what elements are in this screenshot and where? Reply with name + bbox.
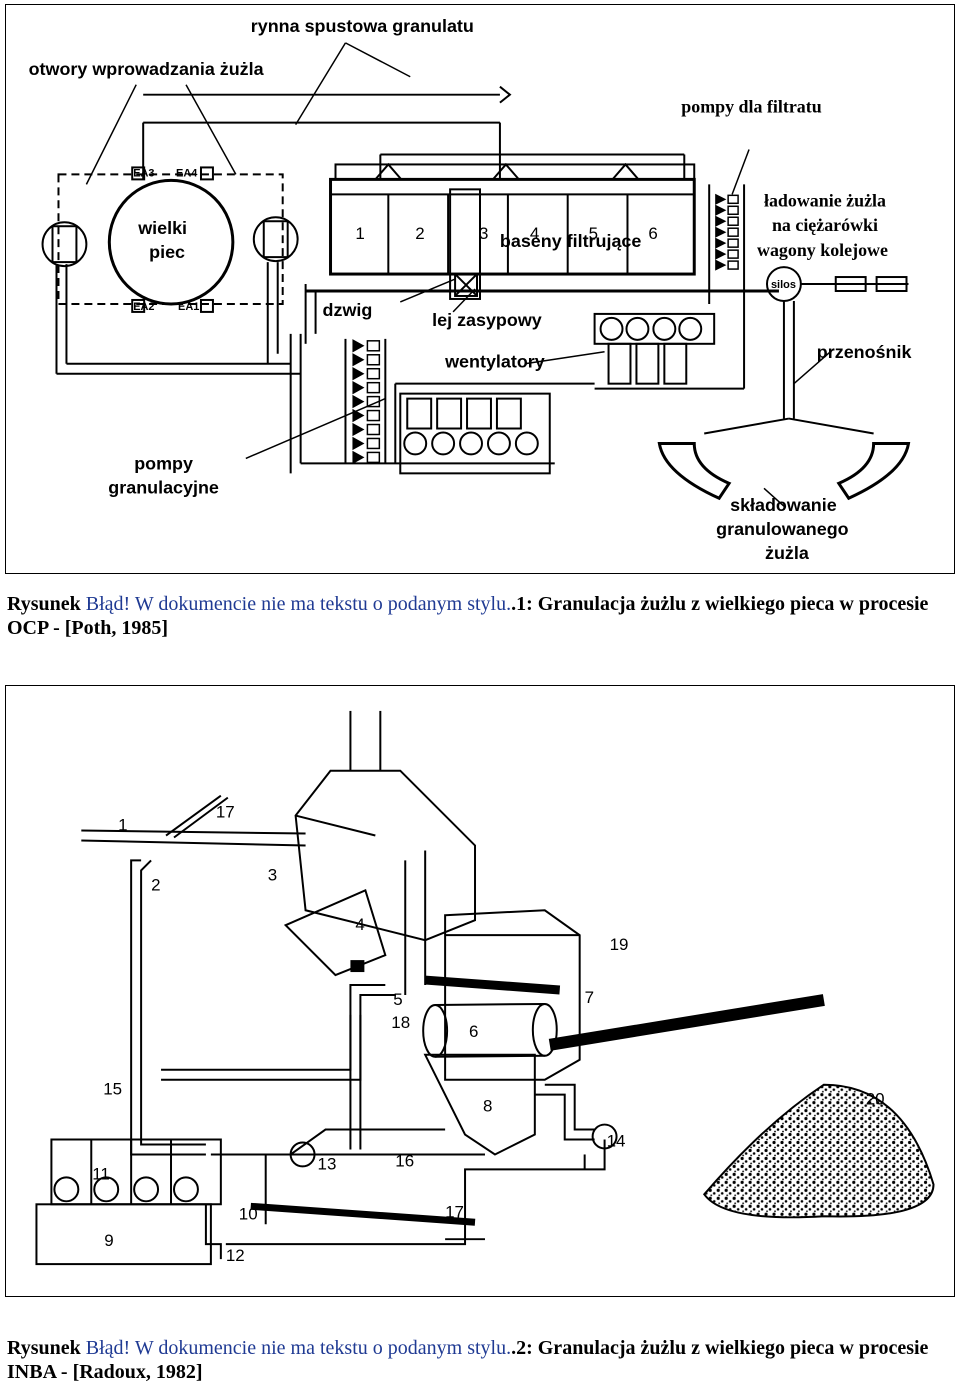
- figure-inba-diagram: 1 17 2 3 4 19 5 7 18 6 15 20 8 14 13 16 11 10 17 9 12: [5, 685, 955, 1297]
- part-number-12: 12: [226, 1246, 245, 1265]
- granulation-pump-icon: [352, 436, 365, 451]
- filtrate-pump-icon: [715, 248, 727, 260]
- granulation-pump-body: [366, 451, 381, 464]
- label-ladowanie-1: ładowanie żużla: [764, 190, 886, 210]
- part-number-20: 20: [866, 1090, 885, 1109]
- part-number-2: 2: [151, 875, 160, 894]
- part-number-9: 9: [104, 1231, 113, 1250]
- part-number-17: 17: [445, 1202, 464, 1221]
- granulation-pump-icon: [352, 367, 365, 381]
- label-ea4: EA4: [176, 167, 198, 179]
- label-wielki: wielki: [137, 218, 187, 238]
- granulation-pump-body: [366, 367, 381, 380]
- part-number-15: 15: [103, 1080, 122, 1099]
- label-rynna: rynna spustowa granulatu: [251, 16, 474, 36]
- part-number-8: 8: [483, 1097, 492, 1116]
- filtrate-pump-body: [727, 205, 739, 216]
- label-dzwig: dzwig: [323, 300, 373, 320]
- caption-2-prefix: Rysunek: [7, 1337, 86, 1359]
- part-number-5: 5: [393, 990, 402, 1009]
- label-baseny: baseny filtrujące: [500, 231, 641, 251]
- basin-2: 2: [415, 224, 424, 243]
- filtrate-pump-body: [727, 249, 739, 259]
- granulation-pump-icon: [352, 394, 365, 409]
- filtrate-pump-icon: [715, 237, 727, 249]
- part-number-17: 17: [216, 803, 235, 822]
- filtrate-pump-body: [727, 194, 739, 205]
- label-ladowanie-3: wagony kolejowe: [757, 240, 888, 260]
- caption-figure-1: Rysunek Błąd! W dokumencie nie ma tekstu…: [7, 592, 957, 640]
- filtrate-pump-icon: [715, 259, 727, 271]
- granulation-pump-body: [366, 340, 381, 352]
- part-number-4: 4: [355, 915, 364, 934]
- part-number-7: 7: [585, 988, 594, 1007]
- basin-1: 1: [355, 224, 364, 243]
- caption-1-title: .1: Granulacja żużlu z wielkiego pieca w…: [7, 593, 929, 639]
- filtrate-pump-icon: [715, 204, 727, 216]
- caption-figure-2: Rysunek Błąd! W dokumencie nie ma tekstu…: [7, 1336, 957, 1384]
- basin-5: 5: [589, 224, 598, 243]
- label-skladowanie-3: żużla: [765, 543, 810, 563]
- filtrate-pump-body: [727, 238, 739, 248]
- granulation-pump-icon: [352, 339, 365, 353]
- part-number-1: 1: [118, 816, 127, 835]
- basin-4: 4: [530, 224, 539, 243]
- label-wentylatory: wentylatory: [444, 352, 545, 372]
- label-ladowanie-2: na ciężarówki: [772, 215, 878, 235]
- caption-1-prefix: Rysunek: [7, 593, 86, 615]
- granulation-pump-icon: [352, 380, 365, 395]
- part-number-19: 19: [610, 935, 629, 954]
- label-ea1: EA1: [178, 301, 199, 313]
- granulation-pump-icon: [352, 450, 365, 465]
- filtrate-pump-body: [727, 260, 739, 270]
- granulation-pump-body: [366, 437, 381, 450]
- label-otwory: otwory wprowadzania żużla: [29, 59, 265, 79]
- label-skladowanie-2: granulowanego: [716, 519, 848, 539]
- caption-2-error: Błąd! W dokumencie nie ma tekstu o podan…: [85, 1337, 512, 1359]
- label-silos: silos: [771, 279, 796, 291]
- filtrate-pump-icon: [715, 215, 727, 227]
- label-ea2: EA2: [133, 301, 154, 313]
- label-lej: lej zasypowy: [432, 310, 542, 330]
- basin-6: 6: [648, 224, 657, 243]
- granulation-pump-body: [366, 409, 381, 422]
- part-number-13: 13: [318, 1154, 337, 1173]
- label-przenosnik: przenośnik: [817, 342, 912, 362]
- caption-1-error: Błąd! W dokumencie nie ma tekstu o podan…: [85, 593, 512, 615]
- basin-3: 3: [479, 224, 488, 243]
- part-number-6: 6: [469, 1022, 478, 1041]
- granulation-pump-body: [366, 423, 381, 436]
- label-pompy-gran-1: pompy: [134, 453, 193, 473]
- figure-ocp-diagram: rynna spustowa granulatu otwory wprowadz…: [5, 4, 955, 574]
- granulation-pump-icon: [352, 408, 365, 423]
- inba-process-diagram: 1 17 2 3 4 19 5 7 18 6 15 20 8 14 13 16 11 10 17 9 12: [35, 710, 935, 1265]
- granulation-pump-body: [366, 381, 381, 394]
- part-number-16: 16: [395, 1151, 414, 1170]
- filtrate-pump-icon: [715, 226, 727, 238]
- filtrate-pump-icon: [715, 193, 727, 205]
- label-ea3: EA3: [133, 167, 154, 179]
- granulation-pump-icon: [352, 422, 365, 437]
- ocp-process-diagram: rynna spustowa granulatu otwory wprowadz…: [29, 16, 912, 563]
- label-skladowanie-1: składowanie: [730, 495, 837, 515]
- part-number-14: 14: [607, 1131, 626, 1150]
- part-number-18: 18: [391, 1013, 410, 1032]
- caption-2-title: .2: Granulacja żużlu z wielkiego pieca w…: [7, 1337, 929, 1383]
- granulation-pump-icon: [352, 353, 365, 367]
- filtrate-pump-body: [727, 216, 739, 226]
- part-number-3: 3: [268, 865, 277, 884]
- part-number-11: 11: [92, 1164, 110, 1183]
- label-piec: piec: [149, 242, 185, 262]
- label-pompy-filtratu: pompy dla filtratu: [681, 97, 821, 117]
- filtrate-pump-body: [727, 227, 739, 237]
- label-pompy-gran-2: granulacyjne: [108, 477, 219, 497]
- granulation-pump-body: [366, 354, 381, 366]
- part-number-10: 10: [239, 1204, 258, 1223]
